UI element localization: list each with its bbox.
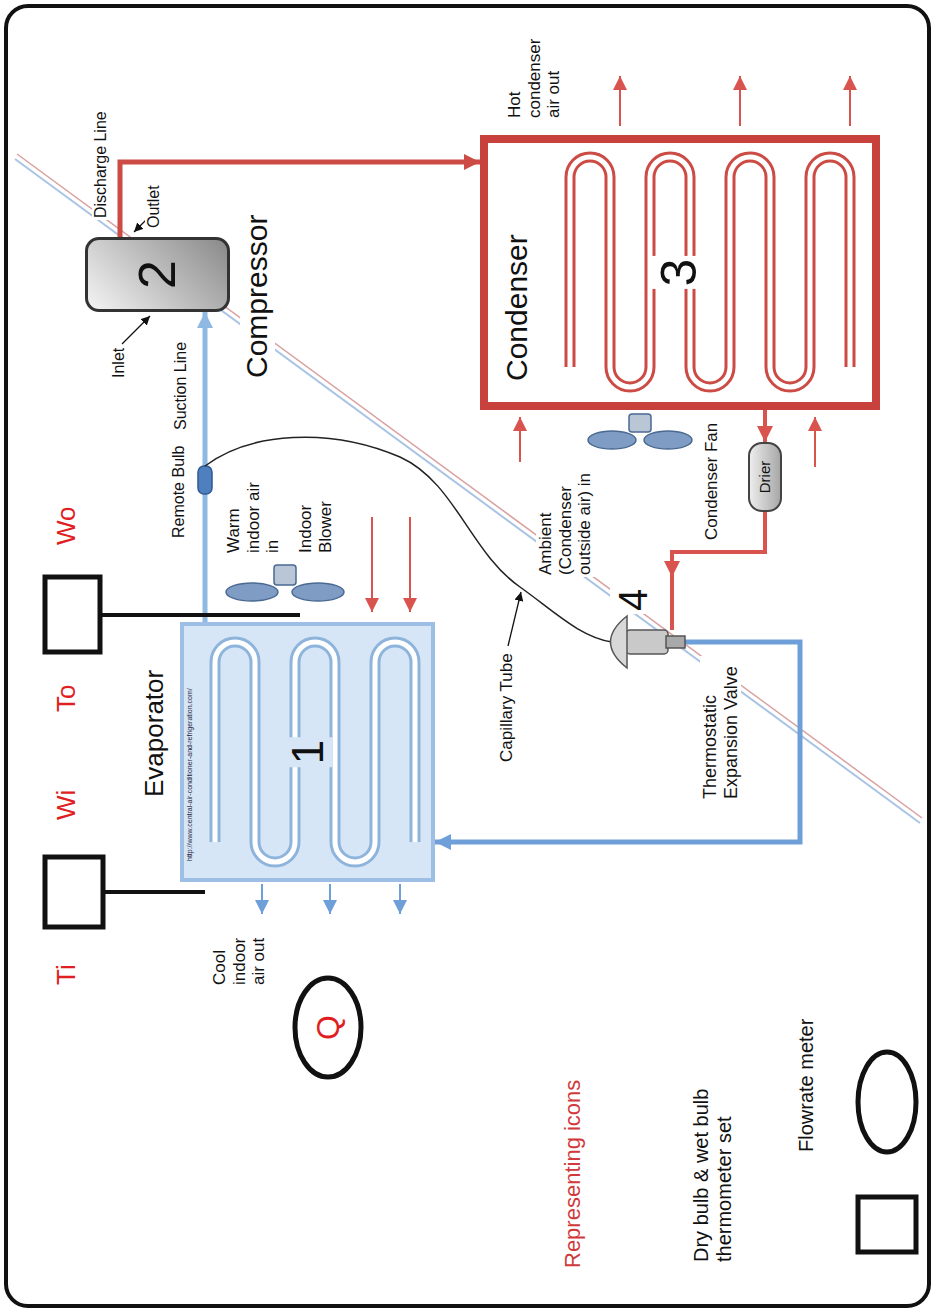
coil-tube — [215, 642, 415, 862]
line-label: Suction Line — [172, 340, 190, 432]
port-label: Inlet — [110, 346, 128, 380]
part-label: Condenser Fan — [702, 421, 722, 542]
callout-number: 3 — [651, 256, 709, 290]
air-arrow — [399, 884, 401, 914]
condenser-box: Condenser 3 — [480, 135, 880, 410]
callout-number: 1 — [282, 737, 333, 767]
condenser-coil — [570, 157, 850, 387]
legend-sample — [858, 1197, 916, 1252]
section-divider — [15, 159, 920, 823]
air-arrow — [849, 76, 851, 126]
part-label: Capillary Tube — [497, 651, 517, 764]
air-arrow — [409, 517, 411, 612]
evaporator-box: Evaporator1 — [180, 622, 435, 882]
leader-line — [122, 316, 150, 344]
drier: Drier — [748, 442, 782, 512]
legend-sample — [858, 1052, 916, 1152]
airflow-label: Cool indoor air out — [210, 915, 269, 987]
valve-body — [626, 630, 668, 654]
line-label: Discharge Line — [92, 109, 110, 220]
meter-ellipse — [295, 978, 361, 1077]
refrigerant-line — [435, 642, 800, 842]
compressor-box: 2Compressor — [85, 237, 230, 312]
part-label: Remote Bulb — [170, 444, 188, 541]
indoor-blower — [226, 565, 344, 601]
callout-number: 4 — [610, 586, 656, 614]
coil-tube — [570, 157, 850, 387]
fan-blade — [292, 583, 344, 601]
meter-symbol: Q — [310, 1015, 347, 1040]
thermometer-stem — [100, 613, 300, 617]
thermometer-set — [45, 577, 300, 652]
sensor-label: Ti — [52, 962, 82, 987]
sensor-label: To — [52, 683, 82, 714]
condenser-fan — [588, 414, 692, 449]
fan-blade — [588, 431, 636, 449]
air-arrow — [261, 884, 263, 914]
airflow-label: Ambient (Condenser outside air) in — [536, 448, 595, 577]
legend-text: Dry bulb & wet bulb thermometer set — [690, 1037, 736, 1262]
section-divider — [17, 154, 922, 818]
leader-line — [508, 592, 521, 646]
fan-blade — [226, 583, 278, 601]
flowrate-meter: Q — [292, 975, 364, 1080]
air-arrow — [739, 76, 741, 126]
refrigerant-line — [763, 410, 767, 442]
page-border — [6, 6, 929, 1306]
refrigerant-line — [120, 162, 480, 237]
air-arrow — [814, 417, 816, 467]
fan-motor — [274, 565, 296, 585]
section-divider — [15, 154, 922, 823]
sensor-label: Wi — [52, 788, 82, 822]
coil-tube — [570, 157, 850, 387]
coil-tube — [215, 642, 415, 862]
legend-heading: Representing icons — [560, 1078, 585, 1270]
evaporator-coil — [215, 642, 415, 862]
airflow-label: Hot condenser air out — [505, 21, 564, 120]
capillary-tube — [205, 437, 612, 642]
watermark: http://www.central-air-conditioner-and-r… — [186, 685, 194, 864]
valve-outlet — [666, 636, 685, 648]
legend-text: Flowrate meter — [795, 982, 818, 1152]
component-title: Evaporator — [140, 667, 170, 800]
part-label: Indoor Blower — [296, 479, 335, 555]
sensor-label: Wo — [52, 504, 82, 547]
component-title: Condenser — [500, 231, 535, 384]
callout-number: 2 — [128, 260, 188, 289]
thermometer-stem — [103, 890, 205, 894]
air-arrow — [371, 517, 373, 612]
thermometer-box — [45, 577, 100, 652]
air-arrows — [262, 76, 850, 914]
component-title: Compressor — [240, 212, 275, 381]
valve-diaphragm — [611, 616, 628, 668]
port-label: Outlet — [145, 183, 163, 230]
air-arrow — [619, 76, 621, 126]
air-arrow — [519, 417, 521, 462]
valve-inlet — [670, 577, 674, 630]
expansion-valve: 4Thermostatic Expansion Valve — [600, 577, 685, 672]
air-arrow — [329, 884, 331, 914]
thermometer-box — [45, 857, 103, 927]
remote-bulb — [198, 466, 212, 494]
component-title: Drier — [756, 461, 773, 494]
component-title: Thermostatic Expansion Valve — [700, 656, 741, 802]
fan-motor — [629, 414, 651, 432]
fan-blade — [644, 431, 692, 449]
airflow-label: Warm indoor air in — [224, 479, 283, 555]
evaporator-fill — [180, 622, 435, 882]
